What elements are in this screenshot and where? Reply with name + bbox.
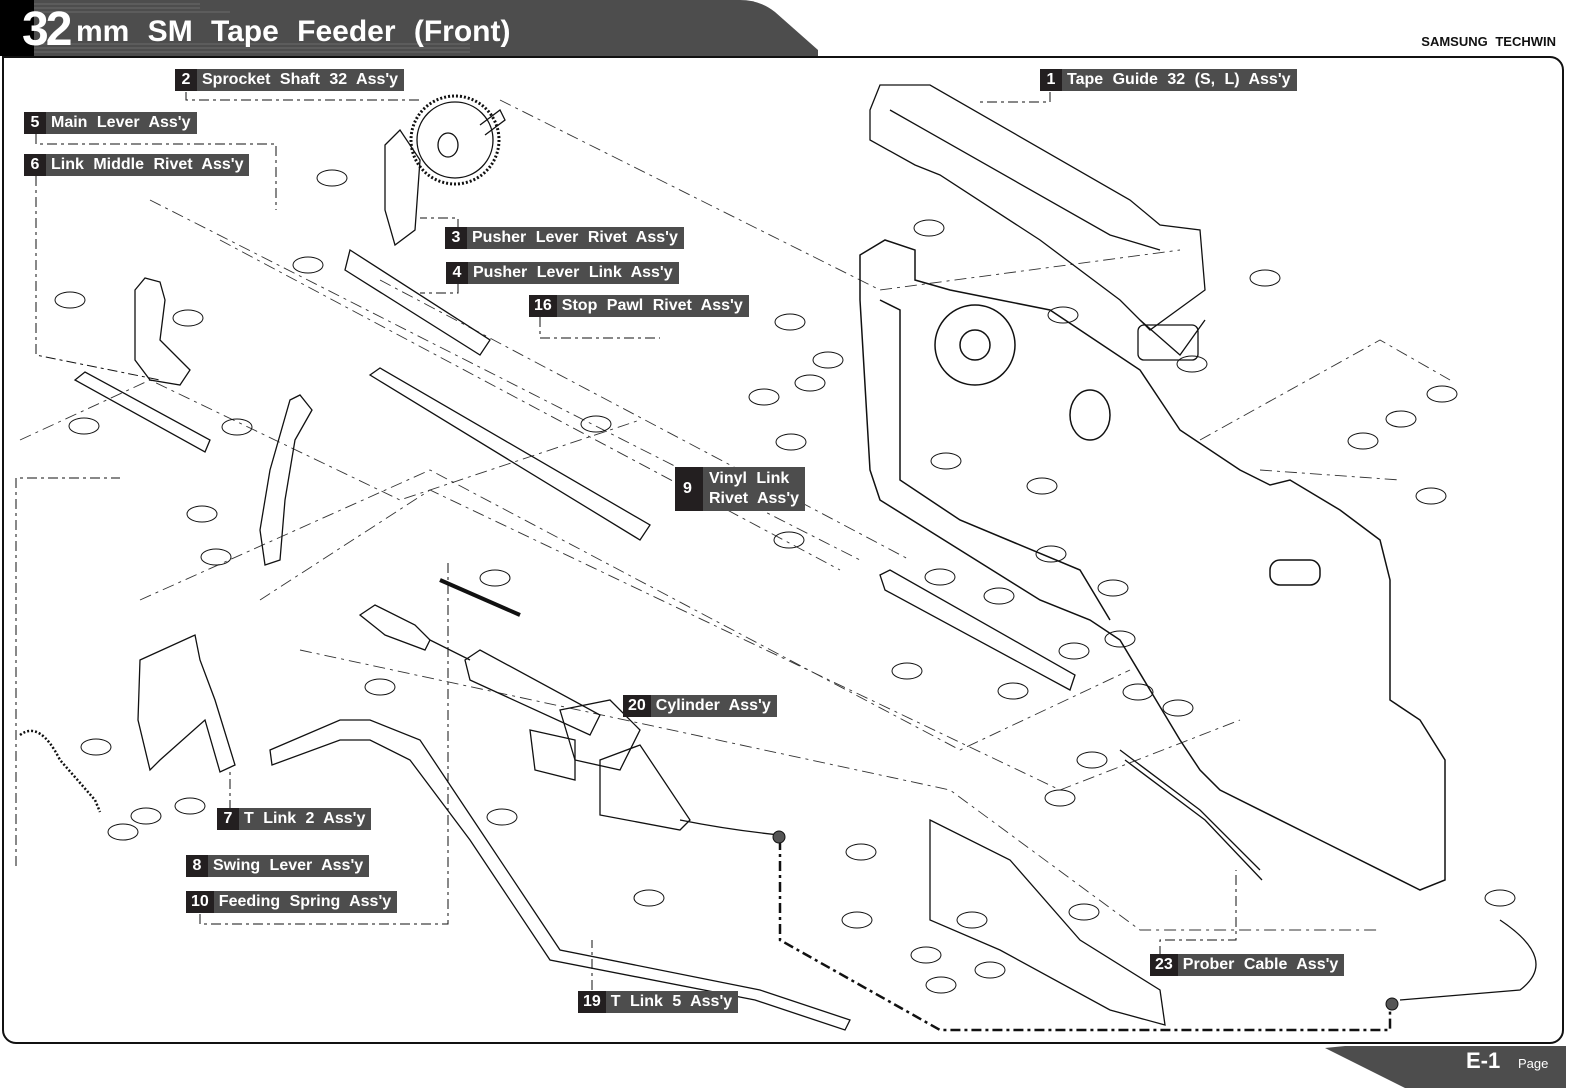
callout-label-line1: Vinyl Link — [709, 470, 790, 487]
callout-swing-lever[interactable]: 8 Swing Lever Ass'y — [186, 855, 370, 877]
brand-label: SAMSUNG TECHWIN — [1421, 34, 1556, 49]
t-link-5-part — [269, 719, 851, 1031]
callout-label: Swing Lever Ass'y — [208, 855, 370, 877]
swing-lever-part — [259, 367, 651, 566]
part-bubbles — [54, 169, 1516, 994]
sprocket-part — [344, 94, 506, 356]
callout-pusher-lever-rivet[interactable]: 3 Pusher Lever Rivet Ass'y — [445, 227, 684, 249]
callout-number: 6 — [24, 154, 46, 176]
footer-banner — [1325, 1046, 1566, 1088]
assembly-lines — [19, 99, 1451, 931]
bracket-plate-part — [879, 569, 1166, 1026]
tape-guide-part — [869, 84, 1206, 361]
callout-main-lever[interactable]: 5 Main Lever Ass'y — [24, 112, 197, 134]
callout-t-link-2[interactable]: 7 T Link 2 Ass'y — [217, 808, 372, 830]
callout-label: Pusher Lever Link Ass'y — [468, 262, 679, 284]
page-label: Page — [1518, 1056, 1549, 1071]
leader-lines — [15, 92, 1392, 1032]
callout-stop-pawl-rivet[interactable]: 16 Stop Pawl Rivet Ass'y — [529, 295, 749, 317]
callout-label: Vinyl Link Rivet Ass'y — [703, 467, 806, 511]
callout-label-line2: Rivet Ass'y — [709, 490, 800, 507]
callout-label: Main Lever Ass'y — [46, 112, 197, 134]
main-frame-part — [859, 239, 1446, 891]
callout-label: Sprocket Shaft 32 Ass'y — [197, 69, 405, 91]
page-title: mm SM Tape Feeder (Front) — [76, 15, 511, 48]
page-header: 32 mm SM Tape Feeder (Front) — [0, 0, 820, 56]
callout-number: 1 — [1040, 69, 1062, 91]
callout-vinyl-link-rivet[interactable]: 9 Vinyl Link Rivet Ass'y — [675, 467, 806, 511]
callout-label: T Link 5 Ass'y — [605, 991, 739, 1013]
callout-link-middle-rivet[interactable]: 6 Link Middle Rivet Ass'y — [24, 154, 250, 176]
callout-sprocket-shaft[interactable]: 2 Sprocket Shaft 32 Ass'y — [175, 69, 405, 91]
callout-label: Tape Guide 32 (S, L) Ass'y — [1062, 69, 1297, 91]
callout-cylinder[interactable]: 20 Cylinder Ass'y — [623, 695, 777, 717]
callout-number: 10 — [186, 891, 214, 913]
callout-label: Stop Pawl Rivet Ass'y — [556, 295, 749, 317]
t-link-2-part — [19, 634, 236, 813]
page-code: E-1 — [1466, 1048, 1501, 1073]
callout-tape-guide[interactable]: 1 Tape Guide 32 (S, L) Ass'y — [1040, 69, 1297, 91]
callout-label: Pusher Lever Rivet Ass'y — [467, 227, 684, 249]
callout-number: 3 — [445, 227, 467, 249]
callout-number: 8 — [186, 855, 208, 877]
callout-pusher-lever-link[interactable]: 4 Pusher Lever Link Ass'y — [446, 262, 679, 284]
callout-number: 20 — [623, 695, 651, 717]
callout-number: 4 — [446, 262, 468, 284]
callout-number: 19 — [578, 991, 606, 1013]
callout-label: Link Middle Rivet Ass'y — [46, 154, 250, 176]
callout-number: 7 — [217, 808, 239, 830]
callout-number: 9 — [675, 467, 703, 511]
header-banner — [0, 0, 818, 56]
callout-label: T Link 2 Ass'y — [239, 808, 372, 830]
callout-label: Cylinder Ass'y — [650, 695, 777, 717]
callout-t-link-5[interactable]: 19 T Link 5 Ass'y — [578, 991, 739, 1013]
diagram-frame — [2, 56, 1564, 1044]
callout-label: Prober Cable Ass'y — [1177, 954, 1345, 976]
prober-cable-part — [679, 749, 1537, 1001]
callout-number: 16 — [529, 295, 557, 317]
callout-number: 2 — [175, 69, 197, 91]
callout-prober-cable[interactable]: 23 Prober Cable Ass'y — [1150, 954, 1345, 976]
title-number: 32 — [22, 3, 72, 56]
main-lever-part — [73, 277, 211, 453]
callout-feeding-spring[interactable]: 10 Feeding Spring Ass'y — [186, 891, 398, 913]
callout-number: 23 — [1150, 954, 1178, 976]
callout-number: 5 — [24, 112, 46, 134]
callout-label: Feeding Spring Ass'y — [213, 891, 398, 913]
cylinder-part — [358, 578, 691, 831]
